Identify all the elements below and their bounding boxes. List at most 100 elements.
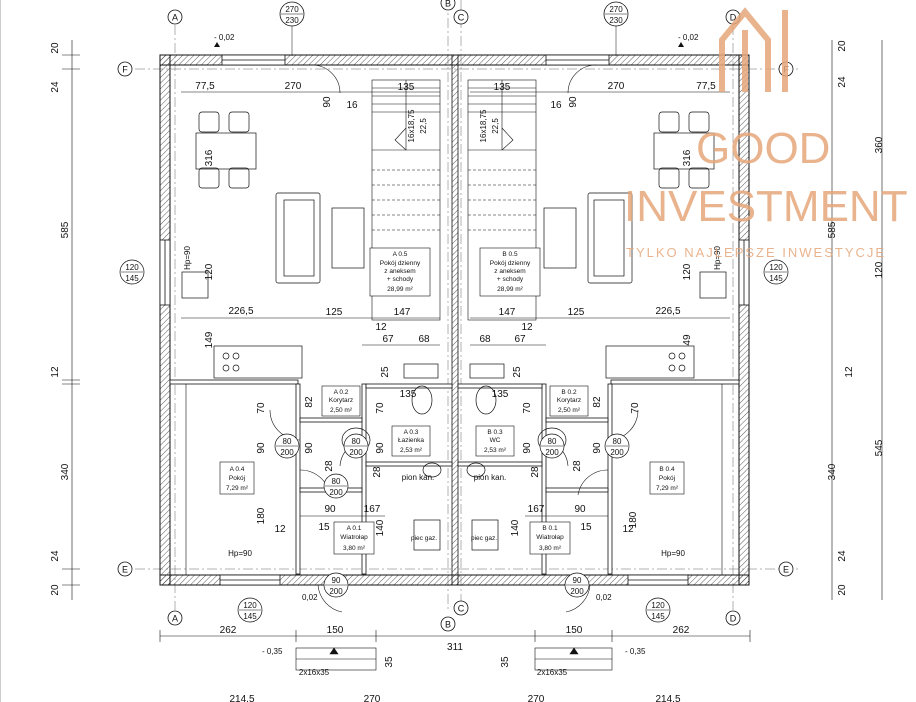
door-marker-a-entry: 90 200 (323, 572, 349, 598)
dim-120-left: 120 (204, 263, 215, 280)
dim-150-right: 150 (566, 625, 583, 636)
dim-2145-right: 214,5 (655, 694, 680, 702)
svg-text:B 0.4: B 0.4 (659, 466, 675, 473)
hp-side-right: Hp=90 (713, 246, 722, 270)
svg-text:C: C (458, 13, 465, 23)
room-label-b03: B 0.3 WC 2,53 m² (475, 425, 515, 457)
stair-note-left: 2x16x35 (299, 668, 330, 677)
svg-text:Wiatrołap: Wiatrołap (340, 534, 368, 541)
dim-140-right: 140 (510, 519, 521, 536)
dim-28-left: 28 (324, 460, 335, 472)
windows (159, 54, 750, 586)
dim-68-right: 68 (479, 334, 491, 345)
dim-67-left: 67 (382, 334, 394, 345)
dim-775-right: 77,5 (696, 81, 716, 92)
logo-line2: INVESTMENT (624, 182, 908, 231)
dim-12-right: 12 (521, 322, 533, 333)
dim-90-left-door-2: 90 (304, 442, 315, 454)
svg-text:B 0.2: B 0.2 (561, 389, 577, 396)
svg-text:7,29 m²: 7,29 m² (226, 485, 249, 492)
svg-text:E: E (783, 565, 789, 575)
logo-tagline: TYLKO NAJLEPSZE INWESTYCJE (626, 245, 886, 260)
dim-28-right-2: 28 (530, 466, 541, 478)
dim-28-right: 28 (572, 460, 583, 472)
piec-gaz-left: piec gaz. (411, 535, 437, 542)
dim-82-right: 82 (592, 396, 603, 408)
svg-text:200: 200 (610, 448, 624, 457)
svg-text:145: 145 (243, 612, 257, 621)
svg-text:z aneksem: z aneksem (494, 268, 525, 275)
dim-120-right: 120 (682, 263, 693, 280)
good-investment-logo: GOOD INVESTMENT TYLKO NAJLEPSZE INWESTYC… (624, 7, 908, 260)
axis-marker-e-right: E (778, 561, 794, 577)
dim-15-left: 15 (318, 522, 330, 533)
svg-text:200: 200 (329, 587, 343, 596)
svg-text:80: 80 (332, 477, 341, 486)
svg-text:270: 270 (285, 5, 299, 14)
svg-text:120: 120 (125, 263, 139, 272)
door-marker-a-pokoj: 80 200 (274, 433, 300, 459)
level-mark-top-right: - 0,02 (678, 33, 699, 47)
svg-text:200: 200 (545, 448, 559, 457)
dim-right-12: 12 (844, 366, 855, 378)
svg-text:145: 145 (651, 612, 665, 621)
dimension-lines (62, 40, 883, 642)
svg-text:+ schody: + schody (387, 276, 414, 283)
terrace-doors (311, 64, 597, 94)
dim-35-right: 35 (500, 656, 511, 668)
level-bottom-left: 0,02 (302, 593, 318, 602)
svg-text:80: 80 (352, 437, 361, 446)
svg-text:200: 200 (570, 587, 584, 596)
svg-text:145: 145 (769, 274, 783, 283)
window-marker-side-left: 120 145 (119, 259, 145, 285)
piec-gaz-right: piec gaz. (471, 535, 497, 542)
dim-311: 311 (447, 642, 463, 653)
dim-right-20-bottom: 20 (837, 584, 848, 596)
dim-70-left: 70 (256, 402, 267, 414)
dim-left-20-bottom: 20 (50, 584, 61, 596)
svg-text:Łazienka: Łazienka (398, 437, 424, 444)
dim-16-left: 16 (346, 100, 358, 111)
stairs-right (467, 79, 537, 321)
axis-marker-b-bottom: B (440, 616, 456, 632)
dim-left-24-top: 24 (50, 81, 61, 93)
svg-text:F: F (122, 65, 128, 75)
pion-kan-right: pion kan. (474, 473, 506, 482)
dim-149-left: 149 (204, 331, 215, 348)
dim-67-right: 67 (514, 334, 526, 345)
hp-bottom-right: Hp=90 (661, 549, 685, 558)
svg-text:Wiatrołap: Wiatrołap (536, 534, 564, 541)
window-marker-bottom-left: 120 145 (237, 597, 263, 623)
axis-marker-c-bottom: C (453, 600, 469, 616)
svg-text:A 0.3: A 0.3 (404, 429, 419, 436)
door-marker-a-wiatrolap: 80 200 (323, 473, 349, 499)
dim-147-left: 147 (394, 307, 411, 318)
dim-15-right: 15 (580, 522, 592, 533)
svg-text:3,80 m²: 3,80 m² (539, 545, 562, 552)
dim-16-right: 16 (550, 100, 562, 111)
axis-marker-a-top: A (167, 9, 183, 25)
svg-text:E: E (122, 565, 128, 575)
room-label-b02: B 0.2 Korytarz 2,50 m² (549, 385, 589, 417)
dim-70-right-2: 70 (522, 402, 533, 414)
stair-steps-right: 16x18,75 (479, 109, 488, 142)
dim-775-left: 77,5 (195, 81, 215, 92)
dim-12-left: 12 (375, 322, 387, 333)
svg-text:D: D (730, 614, 737, 624)
svg-text:Pokój: Pokój (659, 475, 675, 482)
svg-text:Pokój dzienny: Pokój dzienny (380, 260, 421, 267)
door-marker-b-entry: 90 200 (564, 572, 590, 598)
dim-316-right: 316 (682, 149, 693, 166)
svg-text:D: D (730, 13, 737, 23)
svg-text:A 0.5: A 0.5 (393, 251, 408, 258)
dim-49-right: 49 (682, 334, 693, 346)
svg-text:A: A (172, 614, 178, 624)
dim-225-left: 22,5 (419, 118, 428, 134)
window-marker-top-left: 270 230 (279, 1, 305, 27)
svg-text:90: 90 (573, 576, 582, 585)
stairs-left (371, 79, 441, 321)
level-bottom-right: 0,02 (596, 593, 612, 602)
axis-marker-f-left: F (117, 61, 133, 77)
level-mark-top-left: - 0,02 (214, 33, 235, 47)
